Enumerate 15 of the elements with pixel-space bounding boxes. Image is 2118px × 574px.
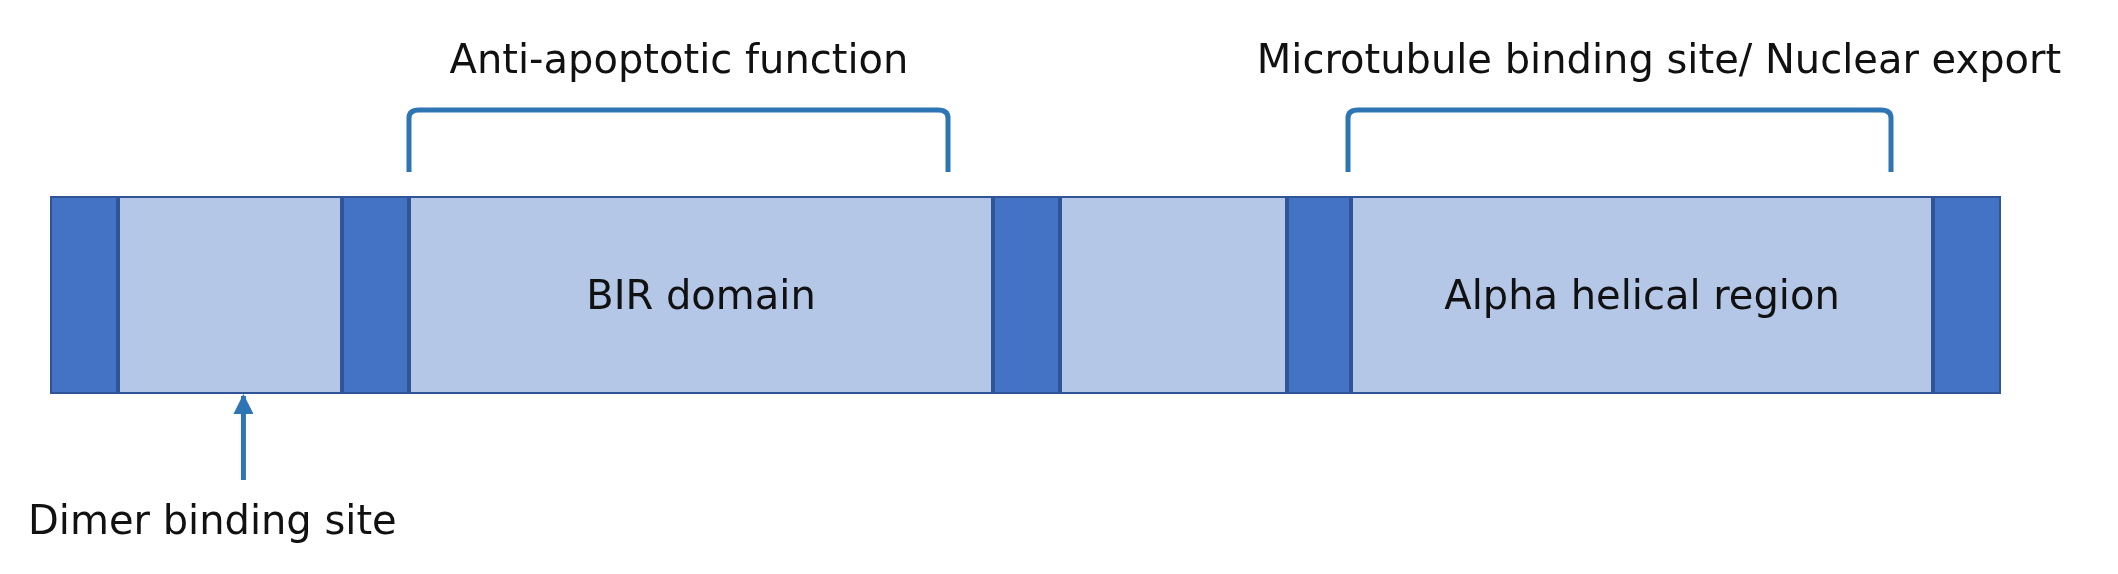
linker-segment: [1933, 196, 2001, 394]
domain-segment: [1060, 196, 1287, 394]
region-label: Microtubule binding site/ Nuclear export: [1256, 36, 2062, 82]
domain-segment: [1351, 196, 1933, 394]
arrow: [233, 394, 254, 480]
linker-segment: [50, 196, 118, 394]
linker-segment: [342, 196, 409, 394]
linker-segment: [1287, 196, 1351, 394]
domain-label: Alpha helical region: [1444, 272, 1840, 318]
site-label: Dimer binding site: [28, 492, 428, 548]
linker-segment: [993, 196, 1060, 394]
domain-segment: [118, 196, 342, 394]
region-label: Anti-apoptotic function: [449, 36, 909, 82]
domain-segment: [409, 196, 993, 394]
domain-label: BIR domain: [586, 272, 816, 318]
